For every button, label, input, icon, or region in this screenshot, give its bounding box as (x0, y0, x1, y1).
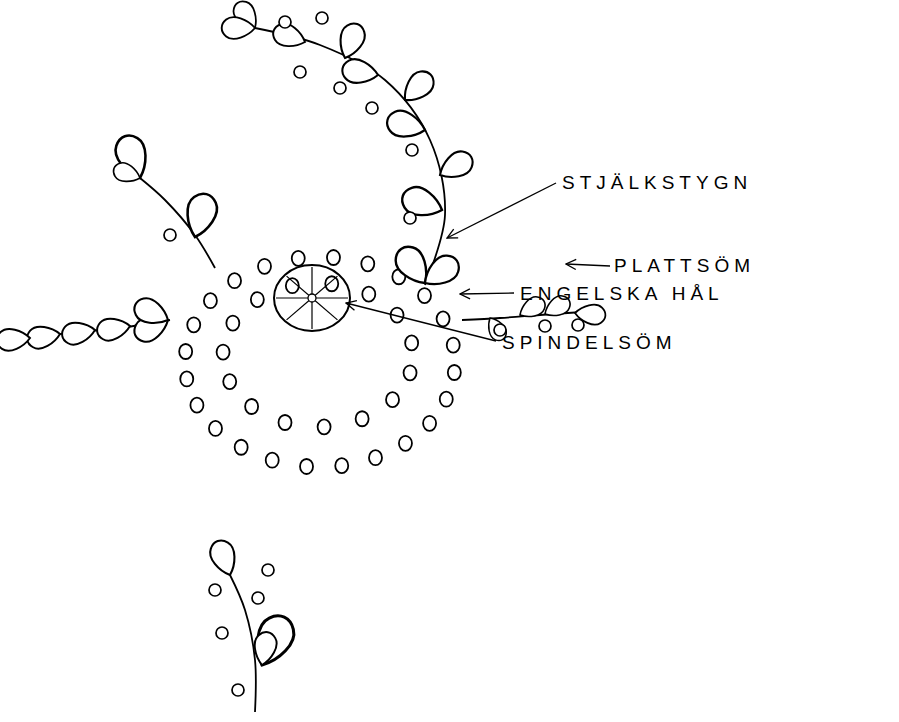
satin-leaf (418, 250, 464, 293)
satin-leaf (95, 315, 132, 342)
small-eyelet (406, 144, 418, 156)
satin-leaf (111, 160, 143, 186)
satin-leaf (334, 20, 368, 62)
eyelet (251, 292, 264, 307)
satin-leaf (130, 294, 173, 331)
leader-line (447, 183, 556, 238)
satin-leaf (434, 147, 477, 185)
small-eyelet (366, 102, 378, 114)
small-eyelet (572, 319, 584, 331)
small-eyelet (232, 684, 244, 696)
eyelet (292, 251, 305, 266)
eyelet (369, 450, 382, 465)
small-eyelet (404, 212, 416, 224)
eyelet (190, 398, 203, 413)
stitch-label: STJÄLKSTYGN (562, 173, 752, 192)
eyelet (266, 453, 279, 468)
stem-stitch (255, 28, 445, 285)
eyelet (318, 419, 331, 434)
small-eyelet (209, 584, 221, 596)
eyelet (204, 293, 217, 308)
eyelet (327, 250, 340, 265)
small-eyelet (262, 564, 274, 576)
satin-leaf (222, 17, 255, 39)
spider-wheel (274, 265, 350, 331)
eyelet (245, 399, 258, 414)
small-eyelet (539, 320, 551, 332)
leader-line (460, 293, 514, 294)
stitch-label: ENGELSKA HÅL (520, 284, 724, 303)
eyelet (437, 311, 450, 326)
eyelet (209, 421, 222, 436)
eyelet (279, 415, 292, 430)
leaf-sprig (222, 0, 477, 293)
leader-line (566, 264, 610, 266)
eyelet (362, 287, 375, 302)
eyelet (223, 374, 236, 389)
eyelet (226, 316, 239, 331)
eyelet (356, 411, 369, 426)
small-eyelet (164, 229, 176, 241)
eyelet (325, 276, 338, 291)
eyelet (179, 344, 192, 359)
small-eyelet (279, 16, 291, 28)
eyelet (361, 256, 374, 271)
eyelet-ring (179, 250, 461, 474)
satin-leaf (207, 537, 241, 579)
eyelet (217, 345, 230, 360)
satin-leaf (384, 108, 428, 142)
eyelet (404, 365, 417, 380)
eyelet (418, 288, 431, 303)
eyelet (258, 259, 271, 274)
eyelet (180, 371, 193, 386)
satin-leaf (0, 327, 31, 351)
small-eyelet (294, 66, 306, 78)
eyelet (448, 365, 461, 380)
stitch-label: PLATTSÖM (614, 256, 755, 275)
leader-line (346, 303, 496, 341)
satin-leaf (251, 630, 278, 667)
stitch-label: SPINDELSÖM (502, 333, 677, 352)
eyelet (300, 459, 313, 474)
small-eyelet (216, 627, 228, 639)
leaf-sprig (111, 131, 221, 268)
eyelet-ring (217, 276, 419, 434)
eyelet (405, 335, 418, 350)
satin-leaf (60, 319, 97, 346)
satin-leaf (397, 66, 439, 108)
satin-leaf (340, 57, 380, 86)
eyelet (386, 392, 399, 407)
eyelet (399, 436, 412, 451)
small-eyelet (252, 592, 264, 604)
leaf-sprig (0, 294, 173, 352)
eyelet (235, 440, 248, 455)
satin-leaf (25, 323, 62, 350)
eyelet (335, 458, 348, 473)
eyelet (423, 416, 436, 431)
eyelet (228, 273, 241, 288)
satin-leaf (181, 190, 220, 240)
eyelet (440, 392, 453, 407)
small-eyelet (334, 82, 346, 94)
small-eyelet (316, 12, 328, 24)
leaf-sprig (207, 537, 300, 712)
satin-leaf (246, 610, 299, 672)
eyelet (187, 317, 200, 332)
eyelet (447, 338, 460, 353)
